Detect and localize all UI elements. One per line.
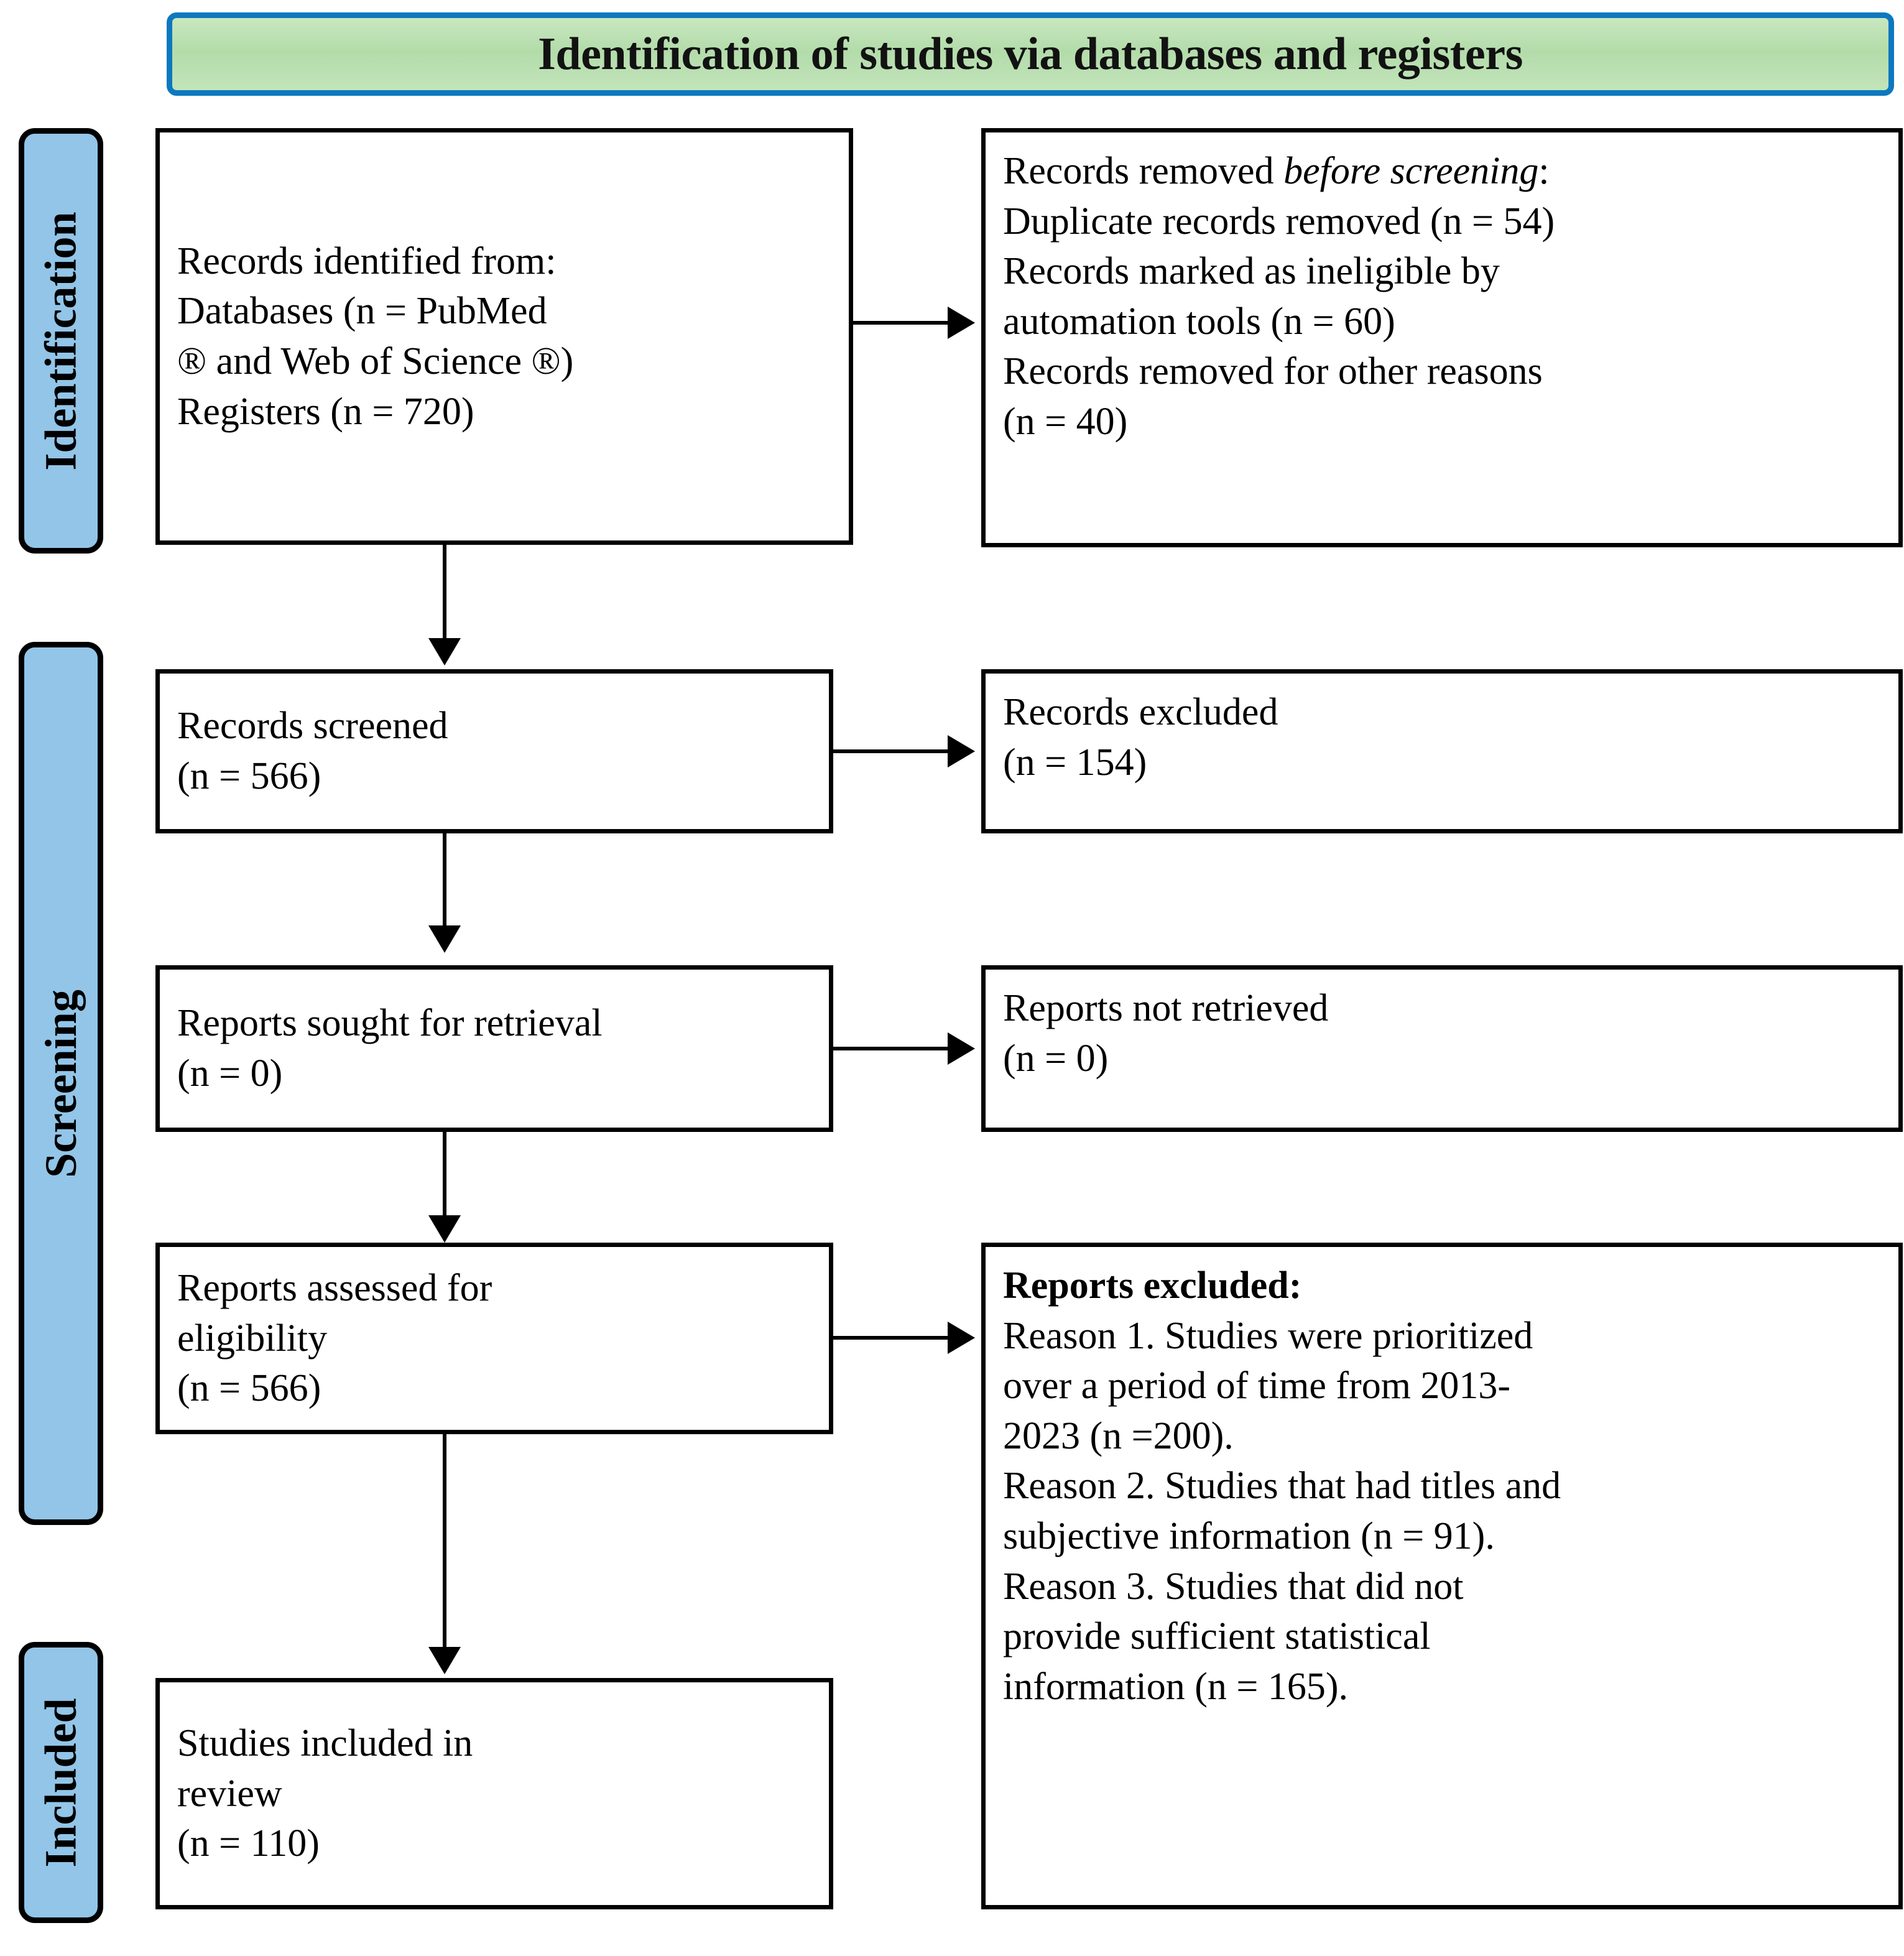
records-removed-line-4: Records removed for other reasons bbox=[1003, 350, 1543, 393]
connector-screened-to-sought bbox=[443, 833, 446, 925]
records-removed-line-1: Duplicate records removed (n = 54) bbox=[1003, 200, 1555, 243]
records-removed-line-3: automation tools (n = 60) bbox=[1003, 300, 1395, 343]
arrowhead-identified-to-screened bbox=[428, 638, 461, 665]
records-identified-line-4: Registers (n = 720) bbox=[177, 390, 474, 433]
records-identified-line-1: Records identified from: bbox=[177, 239, 557, 282]
connector-sought-to-assessed bbox=[443, 1132, 446, 1215]
reports-assessed-line-2: eligibility bbox=[177, 1317, 328, 1360]
reports-excluded-line-8: information (n = 165). bbox=[1003, 1665, 1348, 1708]
reports-excluded-line-5: subjective information (n = 91). bbox=[1003, 1514, 1495, 1557]
diagram-header-banner: Identification of studies via databases … bbox=[167, 12, 1894, 96]
reports-excluded-line-1: Reason 1. Studies were prioritized bbox=[1003, 1314, 1533, 1357]
box-records-removed-before-screening: Records removed before screening: Duplic… bbox=[981, 128, 1903, 547]
reports-excluded-line-6: Reason 3. Studies that did not bbox=[1003, 1565, 1464, 1608]
connector-sought-to-not-retrieved bbox=[833, 1047, 948, 1050]
records-removed-heading-suffix: : bbox=[1538, 150, 1550, 192]
arrowhead-sought-to-not-retrieved bbox=[948, 1032, 975, 1065]
connector-identified-to-screened bbox=[443, 545, 446, 638]
records-removed-heading: Records removed before screening: bbox=[1003, 146, 1881, 197]
studies-included-line-2: review bbox=[177, 1772, 282, 1815]
records-identified-line-3: ® and Web of Science ®) bbox=[177, 340, 574, 382]
stage-pill-screening: Screening bbox=[19, 642, 103, 1525]
stage-pill-identification-label: Identification bbox=[35, 211, 86, 471]
records-screened-line-1: Records screened bbox=[177, 705, 448, 748]
stage-pill-included-label: Included bbox=[35, 1697, 86, 1868]
records-removed-heading-prefix: Records removed bbox=[1003, 150, 1284, 192]
arrowhead-identified-to-removed bbox=[948, 307, 975, 339]
connector-identified-to-removed bbox=[853, 321, 948, 325]
reports-not-retrieved-line-2: (n = 0) bbox=[1003, 1037, 1109, 1080]
box-records-identified: Records identified from: Databases (n = … bbox=[155, 128, 853, 545]
arrowhead-assessed-to-reports-excluded bbox=[948, 1322, 975, 1354]
connector-assessed-to-included bbox=[443, 1434, 446, 1647]
reports-excluded-line-2: over a period of time from 2013- bbox=[1003, 1365, 1511, 1407]
box-reports-assessed-for-eligibility: Reports assessed for eligibility (n = 56… bbox=[155, 1243, 833, 1434]
arrowhead-assessed-to-included bbox=[428, 1647, 461, 1674]
reports-sought-line-1: Reports sought for retrieval bbox=[177, 1002, 603, 1045]
box-studies-included-in-review: Studies included in review (n = 110) bbox=[155, 1678, 833, 1909]
records-excluded-line-1: Records excluded bbox=[1003, 691, 1278, 733]
connector-assessed-to-reports-excluded bbox=[833, 1336, 948, 1340]
arrowhead-screened-to-excluded bbox=[948, 735, 975, 767]
connector-screened-to-excluded bbox=[833, 749, 948, 753]
records-excluded-line-2: (n = 154) bbox=[1003, 741, 1147, 784]
records-removed-line-5: (n = 40) bbox=[1003, 400, 1128, 443]
reports-assessed-line-1: Reports assessed for bbox=[177, 1267, 492, 1310]
box-reports-sought-for-retrieval: Reports sought for retrieval (n = 0) bbox=[155, 965, 833, 1132]
stage-pill-identification: Identification bbox=[19, 128, 103, 554]
reports-excluded-line-3: 2023 (n =200). bbox=[1003, 1414, 1234, 1457]
studies-included-line-3: (n = 110) bbox=[177, 1822, 320, 1865]
box-reports-not-retrieved: Reports not retrieved (n = 0) bbox=[981, 965, 1903, 1132]
records-removed-heading-italic: before screening bbox=[1283, 150, 1539, 192]
reports-sought-line-2: (n = 0) bbox=[177, 1052, 283, 1095]
records-removed-line-2: Records marked as ineligible by bbox=[1003, 250, 1500, 293]
reports-excluded-heading: Reports excluded: bbox=[1003, 1264, 1302, 1307]
records-screened-line-2: (n = 566) bbox=[177, 755, 321, 797]
reports-assessed-line-3: (n = 566) bbox=[177, 1367, 321, 1410]
records-identified-line-2: Databases (n = PubMed bbox=[177, 290, 547, 333]
stage-pill-screening-label: Screening bbox=[35, 989, 86, 1178]
stage-pill-included: Included bbox=[19, 1642, 103, 1923]
page-title: Identification of studies via databases … bbox=[538, 28, 1523, 80]
studies-included-line-1: Studies included in bbox=[177, 1722, 473, 1765]
reports-excluded-line-4: Reason 2. Studies that had titles and bbox=[1003, 1465, 1561, 1508]
arrowhead-sought-to-assessed bbox=[428, 1215, 461, 1243]
box-reports-excluded-reasons: Reports excluded: Reason 1. Studies were… bbox=[981, 1243, 1903, 1909]
reports-not-retrieved-line-1: Reports not retrieved bbox=[1003, 987, 1329, 1029]
box-records-excluded: Records excluded (n = 154) bbox=[981, 669, 1903, 833]
reports-excluded-line-7: provide sufficient statistical bbox=[1003, 1615, 1431, 1658]
box-records-screened: Records screened (n = 566) bbox=[155, 669, 833, 833]
arrowhead-screened-to-sought bbox=[428, 925, 461, 953]
